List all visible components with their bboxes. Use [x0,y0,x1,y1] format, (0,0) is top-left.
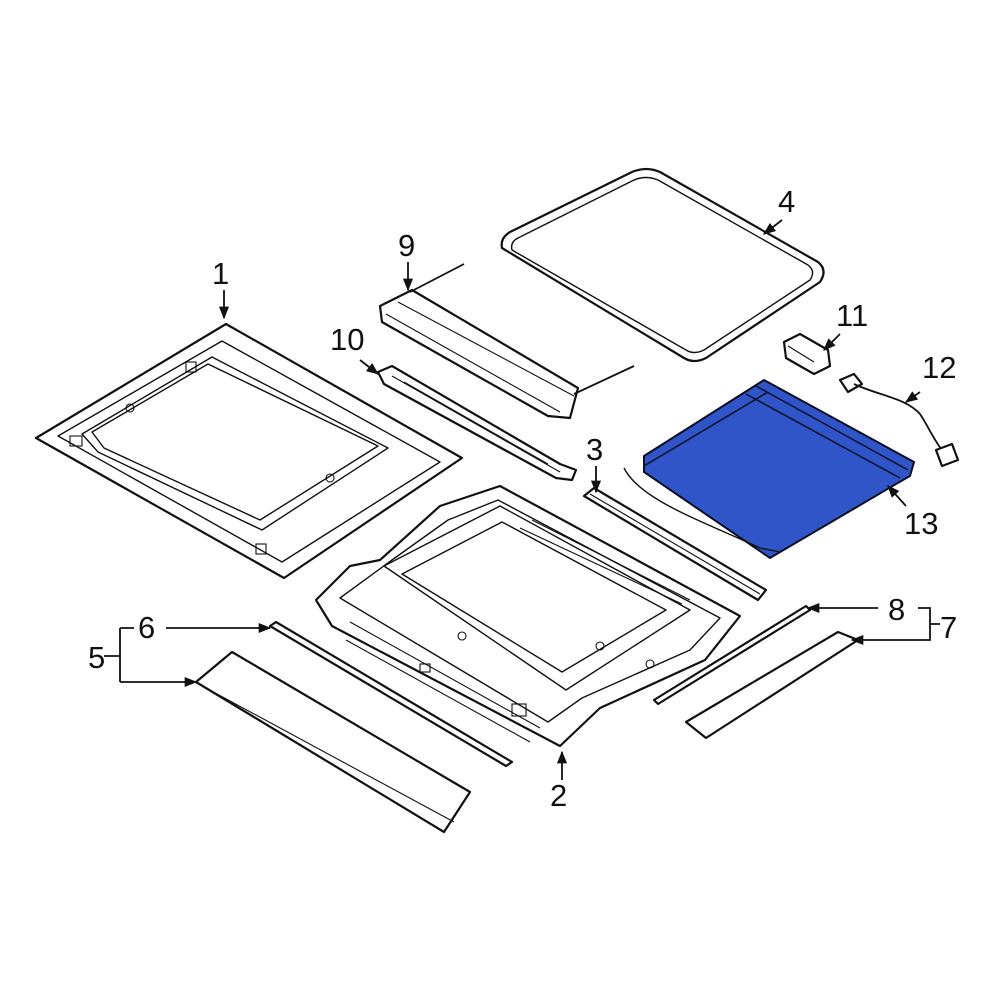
callout-6: 6 [138,610,155,645]
part-6-seal-strip[interactable] [268,620,514,768]
callout-7: 7 [940,610,957,645]
part-4-glass-seal[interactable] [500,167,825,363]
part-5-trim-panel[interactable] [194,650,472,834]
part-13-sunshade[interactable] [623,378,916,560]
part-2-sunroof-frame[interactable] [314,484,742,748]
callout-5: 5 [88,640,105,675]
callout-3: 3 [586,432,603,467]
part-1-roof-panel[interactable] [34,322,464,580]
callout-1: 1 [212,256,229,291]
part-3-drain-strip[interactable] [582,486,768,602]
callout-4: 4 [778,184,795,219]
part-11-motor[interactable] [782,332,832,376]
part-10-guide-rail[interactable] [376,364,578,482]
callout-11: 11 [836,298,868,333]
callout-10: 10 [330,322,364,357]
callout-labels: 1 2 3 4 5 6 7 8 9 10 11 12 13 [88,184,957,813]
callout-13: 13 [904,506,938,541]
callout-2: 2 [550,778,567,813]
callout-9: 9 [398,228,415,263]
callout-12: 12 [922,350,956,385]
leader-lines [104,219,940,780]
part-12-harness[interactable] [838,372,960,468]
callout-8: 8 [888,592,905,627]
